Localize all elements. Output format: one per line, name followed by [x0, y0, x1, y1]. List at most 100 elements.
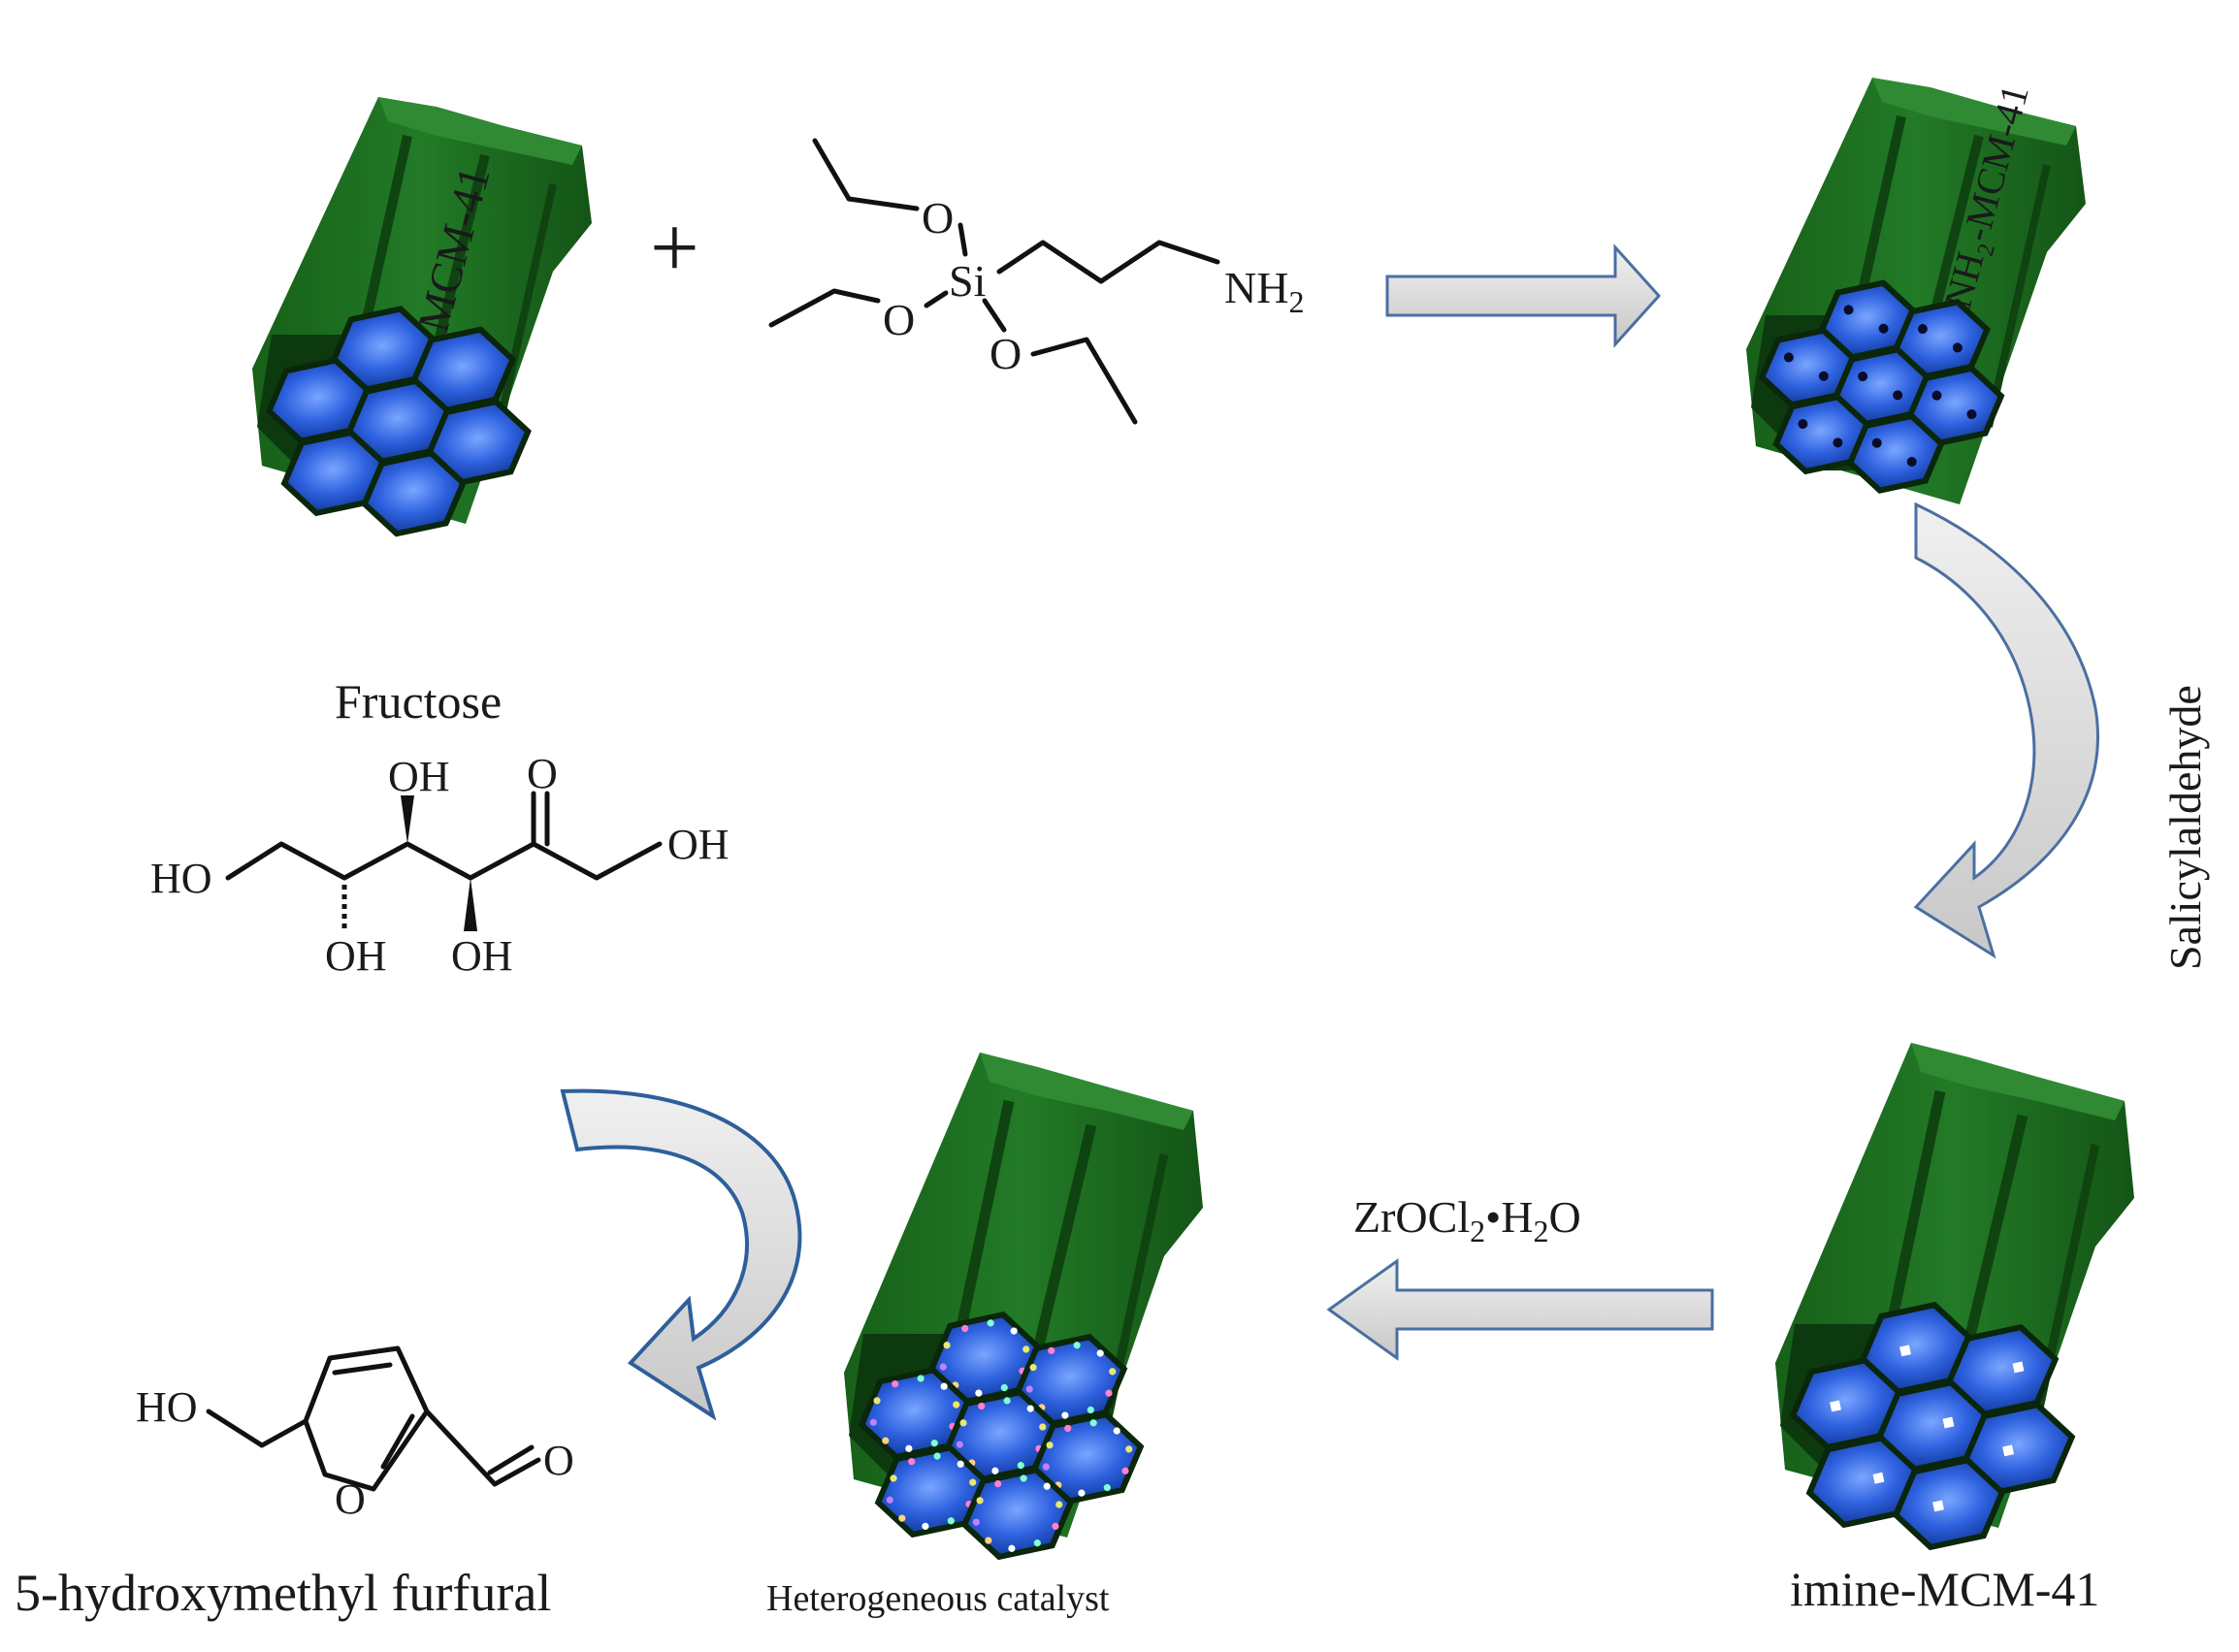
zr-site [1087, 1406, 1094, 1414]
zr-site [957, 1460, 964, 1468]
amine-site [1906, 456, 1917, 467]
zr-site [1061, 1411, 1069, 1419]
zr-site [939, 1363, 947, 1371]
zr-site [1089, 1419, 1097, 1427]
imine-site [1899, 1344, 1911, 1357]
imine-site [1942, 1416, 1955, 1429]
silane-nh2: NH2 [1224, 263, 1304, 319]
zr-site [908, 1458, 916, 1466]
zr-site [985, 1537, 992, 1544]
zr-site [1055, 1501, 1063, 1508]
arrow-salicylaldehyde [1913, 502, 2099, 959]
zr-site [917, 1375, 925, 1382]
pores-nh2-mcm41 [1758, 279, 2005, 494]
zr-site [886, 1496, 893, 1504]
aptes-structure: O O O Si NH2 [768, 138, 1304, 425]
silane-o-bottom: O [990, 329, 1022, 378]
hmf-label: 5-hydroxymethyl furfural [15, 1564, 551, 1622]
zr-site [1121, 1467, 1129, 1474]
zr-site [978, 1402, 986, 1410]
zr-site [1109, 1368, 1117, 1376]
fructose-oh-top: OH [388, 753, 450, 800]
amine-site [1952, 342, 1963, 353]
amine-site [1858, 372, 1868, 382]
hmf-ho: HO [136, 1383, 198, 1431]
arrow-fructose-to-hmf [560, 1088, 802, 1421]
pore [960, 1467, 1075, 1561]
zr-site [975, 1389, 983, 1397]
arrow-to-catalyst [1326, 1258, 1714, 1361]
hmf-ald-o: O [543, 1437, 574, 1484]
zr-site [943, 1342, 951, 1349]
zr-site [1010, 1327, 1018, 1335]
fructose-ho-left: HO [150, 855, 212, 902]
zr-site [1078, 1489, 1086, 1497]
zr-site [956, 1441, 963, 1448]
zr-site [1113, 1427, 1120, 1435]
hmf-structure: HO O O [136, 1345, 574, 1523]
zr-site [890, 1474, 897, 1482]
zr-site [1042, 1463, 1050, 1471]
zr-site [930, 1440, 938, 1447]
zr-site [976, 1497, 984, 1505]
zr-site [991, 1467, 999, 1474]
zr-site [953, 1401, 960, 1409]
amine-site [1833, 437, 1843, 448]
zr-site [1105, 1389, 1113, 1397]
amine-site [1893, 390, 1903, 401]
fructose-oh-right: OH [667, 821, 730, 868]
zr-site [892, 1380, 899, 1388]
zr-site [940, 1382, 948, 1390]
zr-site [873, 1397, 881, 1405]
zr-site [959, 1419, 967, 1427]
zr-site [1073, 1342, 1081, 1349]
zr-site [1022, 1345, 1030, 1353]
zr-site [1003, 1397, 1011, 1405]
zr-site [947, 1517, 955, 1525]
zr-reagent-label: ZrOCl2•H2O [1353, 1192, 1581, 1248]
amine-site [1917, 324, 1928, 335]
zr-site [905, 1444, 913, 1452]
zr-site [1020, 1474, 1027, 1482]
zr-site [1046, 1441, 1054, 1449]
zr-site [994, 1479, 1002, 1488]
pores-catalyst [858, 1311, 1145, 1561]
amine-site [1966, 409, 1977, 420]
pore [1892, 1457, 2006, 1551]
pore [361, 449, 468, 537]
zr-site [922, 1522, 929, 1530]
zr-site [869, 1418, 877, 1426]
zr-site [1096, 1349, 1104, 1357]
silane-si: Si [949, 256, 986, 306]
imine-site [1872, 1472, 1885, 1484]
zr-site [1029, 1364, 1037, 1372]
zr-site [961, 1324, 969, 1333]
zr-site [1008, 1544, 1016, 1552]
catalyst-label: Heterogeneous catalyst [766, 1578, 1110, 1619]
zr-site [1048, 1346, 1055, 1354]
amine-site [1871, 437, 1882, 448]
zr-site [1043, 1482, 1051, 1490]
amine-site [1798, 419, 1808, 430]
fructose-o-keto: O [527, 750, 558, 797]
pore [1846, 412, 1945, 494]
zr-site [1000, 1383, 1008, 1392]
hmf-ring-o: O [335, 1475, 366, 1523]
zr-site [1064, 1424, 1072, 1433]
silane-o-top: O [922, 193, 954, 243]
zr-site [933, 1452, 941, 1460]
pores-imine-mcm41 [1789, 1301, 2076, 1551]
zr-site [987, 1319, 994, 1327]
zr-site [882, 1437, 890, 1444]
zr-site [1052, 1522, 1059, 1530]
zr-site [898, 1514, 906, 1522]
imine-site [2012, 1361, 2025, 1374]
zr-site [972, 1518, 980, 1526]
zr-site [969, 1478, 977, 1486]
fructose-structure: HO OH O OH OH OH [150, 750, 730, 980]
zr-site [1033, 1539, 1041, 1547]
plus-sign: + [650, 200, 699, 296]
amine-site [1843, 305, 1854, 315]
zr-site [1125, 1445, 1133, 1453]
